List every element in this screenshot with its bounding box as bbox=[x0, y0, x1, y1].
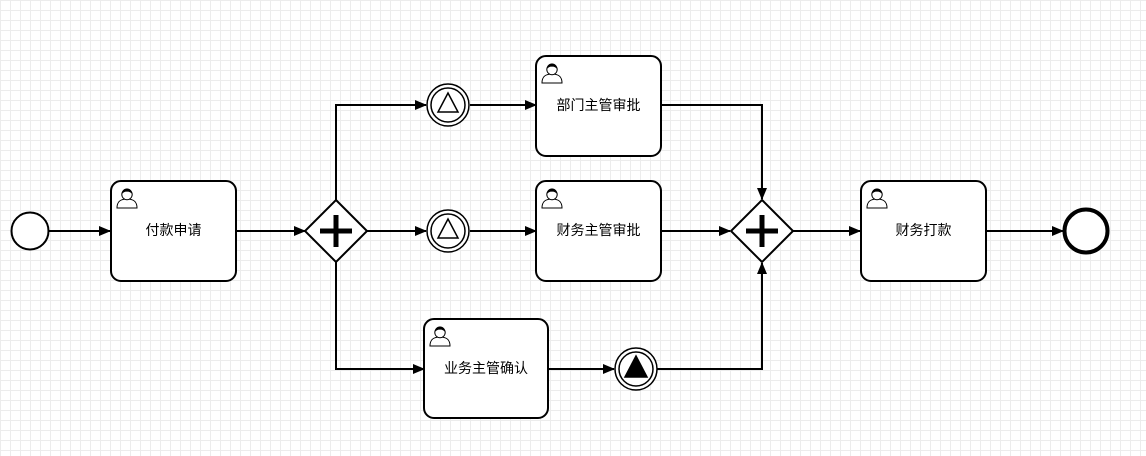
parallel-gateway-fork[interactable] bbox=[303, 198, 369, 264]
parallel-gateway-join[interactable] bbox=[729, 198, 795, 264]
task-finance-approval[interactable]: 财务主管审批 bbox=[535, 180, 662, 282]
task-label: 付款申请 bbox=[146, 223, 202, 239]
task-payment[interactable]: 财务打款 bbox=[860, 180, 987, 282]
end-event[interactable] bbox=[1062, 207, 1110, 255]
flow-throw-to-join[interactable] bbox=[657, 262, 767, 370]
task-apply[interactable]: 付款申请 bbox=[110, 180, 237, 282]
signal-outline-icon bbox=[436, 217, 460, 239]
task-label: 业务主管确认 bbox=[444, 361, 528, 377]
task-dept-approval[interactable]: 部门主管审批 bbox=[535, 55, 662, 157]
signal-throw-event[interactable] bbox=[614, 347, 658, 391]
task-label: 财务主管审批 bbox=[557, 223, 641, 239]
plus-icon bbox=[320, 215, 352, 247]
sequence-flows bbox=[49, 100, 1064, 374]
task-label: 财务打款 bbox=[896, 222, 952, 239]
signal-filled-icon bbox=[623, 354, 649, 378]
flow-fork-to-signal1[interactable] bbox=[335, 100, 427, 200]
task-label: 部门主管审批 bbox=[557, 98, 641, 114]
flow-dept-to-join[interactable] bbox=[661, 104, 767, 200]
signal-catch-event-2[interactable] bbox=[426, 209, 470, 253]
flow-fork-to-business[interactable] bbox=[335, 262, 425, 374]
plus-icon bbox=[746, 215, 778, 247]
signal-catch-event-1[interactable] bbox=[426, 83, 470, 127]
start-event[interactable] bbox=[10, 211, 50, 251]
task-business-confirm[interactable]: 业务主管确认 bbox=[423, 318, 549, 419]
signal-outline-icon bbox=[436, 91, 460, 113]
